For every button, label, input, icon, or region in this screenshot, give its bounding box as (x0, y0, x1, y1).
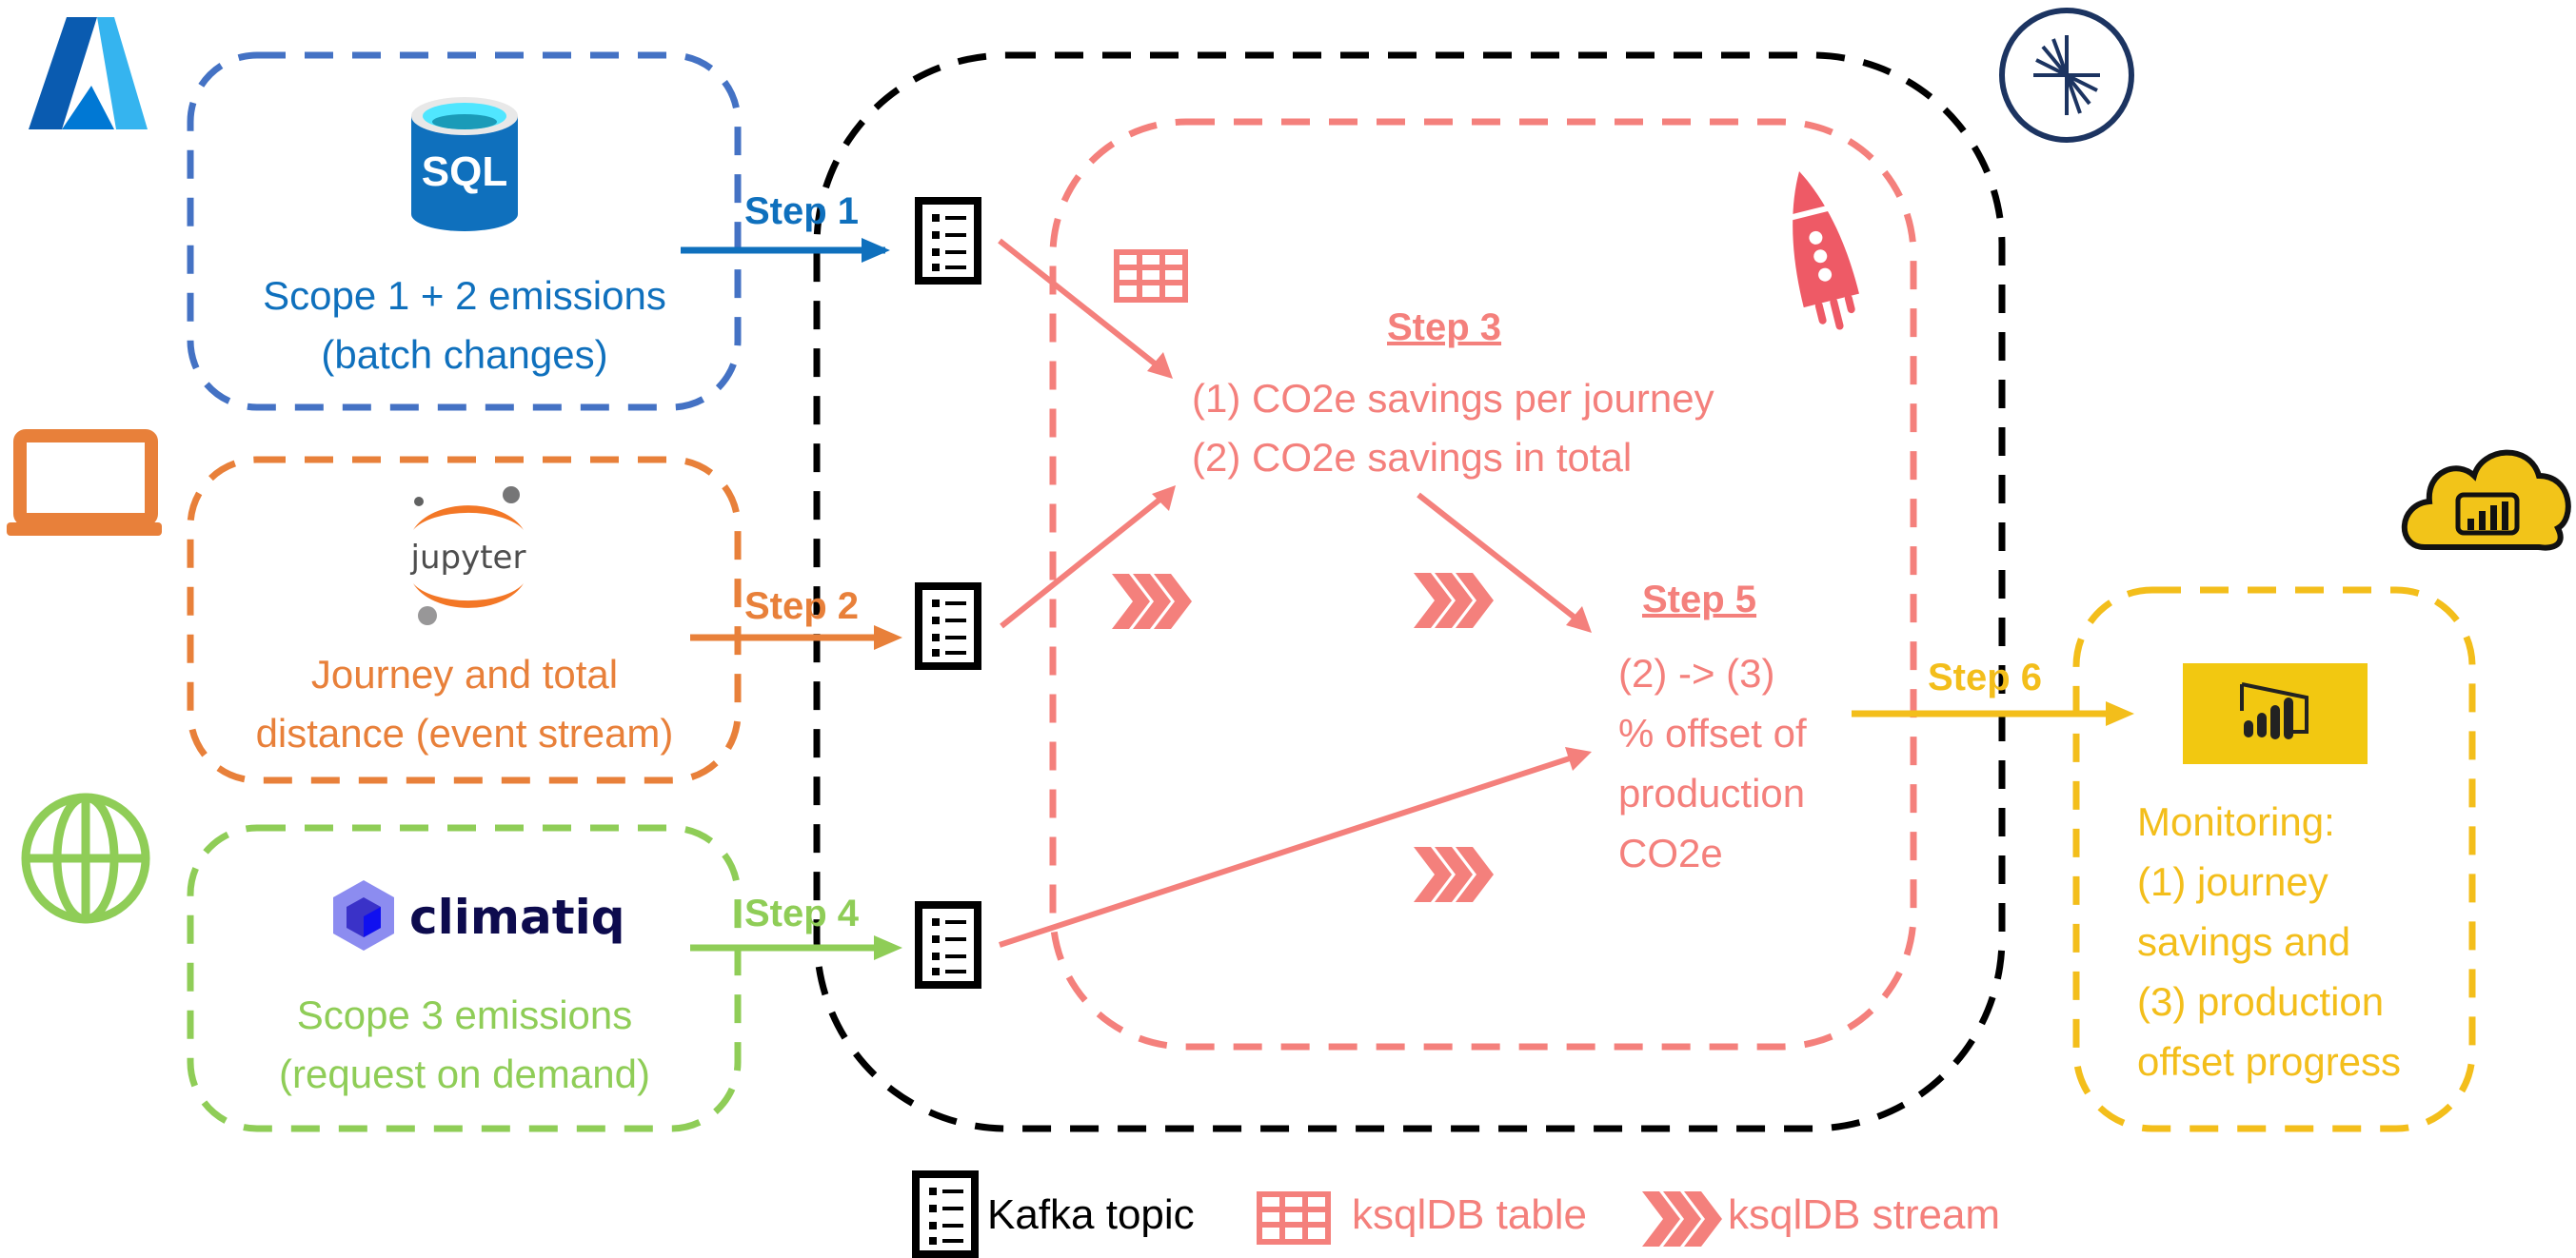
topic2-to-step3-arrow (1000, 494, 1165, 629)
step3-label: Step 3 (1387, 306, 1502, 348)
monitoring-description: Monitoring: (1) journey savings and (3) … (2137, 792, 2401, 1091)
sql-source-line-1: Scope 1 + 2 emissions (263, 273, 666, 318)
step3-to-step5-arrow (1417, 492, 1580, 623)
topic1-to-step3-arrow (998, 238, 1161, 370)
step6-label: Step 6 (1928, 657, 2043, 698)
climatiq-source-line-1: Scope 3 emissions (296, 993, 633, 1037)
step2-label: Step 2 (744, 585, 860, 627)
step1-label: Step 1 (744, 190, 860, 232)
jupyter-source-description: Journey and total distance (event stream… (198, 645, 731, 763)
power-bi-logo-icon (2183, 663, 2368, 764)
climatiq-source-description: Scope 3 emissions (request on demand) (198, 986, 731, 1104)
climatiq-source-box (187, 824, 742, 1132)
ksqldb-stream-icon (1414, 573, 1494, 628)
step4-label: Step 4 (744, 893, 860, 934)
climatiq-source-line-2: (request on demand) (279, 1052, 650, 1096)
rocket-icon (1779, 171, 1859, 330)
topic3-to-step5-arrow (999, 755, 1574, 948)
jupyter-logo-text: jupyter (410, 539, 526, 577)
step6-arrowhead (2106, 701, 2134, 726)
legend-ksqldb-table-icon (1257, 1191, 1331, 1245)
step5-line-4: CO2e (1618, 831, 1723, 875)
kafka-topic-icon (919, 905, 978, 985)
jupyter-logo-icon: jupyter (410, 486, 526, 625)
sql-database-icon: SQL (411, 97, 518, 231)
step5-label: Step 5 (1642, 579, 1757, 620)
monitoring-line-4: (3) production (2137, 979, 2385, 1024)
step5-line-2: % offset of (1618, 711, 1807, 756)
step3-description: (1) CO2e savings per journey (2) CO2e sa… (1192, 369, 1714, 487)
step2-arrowhead (874, 625, 902, 650)
step3-line-1: (1) CO2e savings per journey (1192, 376, 1714, 421)
monitoring-line-5: offset progress (2137, 1039, 2402, 1084)
climatiq-logo-text: climatiq (409, 890, 625, 945)
confluent-platform-box (813, 51, 2006, 1132)
monitoring-line-1: Monitoring: (2137, 799, 2335, 844)
step3-line-2: (2) CO2e savings in total (1192, 435, 1633, 480)
step4-arrowhead (874, 935, 902, 960)
sql-source-description: Scope 1 + 2 emissions (batch changes) (198, 266, 731, 384)
confluent-logo-icon (1999, 8, 2134, 143)
jupyter-source-box (187, 456, 742, 784)
climatiq-logo-icon: climatiq (333, 880, 625, 951)
step5-line-1: (2) -> (3) (1618, 651, 1775, 696)
arrowhead (1152, 485, 1176, 511)
step5-description: (2) -> (3) % offset of production CO2e (1618, 643, 1807, 883)
monitoring-line-3: savings and (2137, 919, 2351, 964)
monitoring-box (2072, 586, 2476, 1132)
sql-logo-text: SQL (422, 148, 507, 195)
ksqldb-stream-icon (1414, 847, 1494, 902)
step1-arrowhead (862, 238, 890, 263)
legend-ksqldb-stream-label: ksqlDB stream (1728, 1191, 2001, 1238)
kafka-topic-icon (919, 586, 978, 666)
sql-source-box (187, 51, 742, 411)
arrowhead (1566, 606, 1592, 633)
arrowhead (1565, 747, 1592, 771)
ksqldb-table-icon (1114, 249, 1188, 303)
kafka-topic-icon (919, 201, 978, 281)
jupyter-source-line-1: Journey and total (310, 652, 619, 697)
monitoring-line-2: (1) journey (2137, 859, 2328, 904)
azure-logo-icon (29, 17, 148, 129)
step5-line-3: production (1618, 771, 1806, 816)
laptop-icon (7, 429, 162, 536)
legend-ksqldb-table-label: ksqlDB table (1352, 1191, 1588, 1238)
arrowhead (1147, 352, 1173, 379)
legend-kafka-topic-label: Kafka topic (987, 1191, 1195, 1238)
legend-kafka-topic-icon (916, 1174, 975, 1254)
ksqldb-stream-icon (1112, 574, 1192, 629)
sql-source-line-2: (batch changes) (321, 332, 608, 377)
power-bi-cloud-icon (2401, 449, 2571, 551)
legend-ksqldb-stream-icon (1642, 1191, 1722, 1247)
ksqldb-box (1049, 118, 1917, 1051)
jupyter-source-line-2: distance (event stream) (255, 711, 674, 756)
globe-icon (21, 793, 150, 924)
